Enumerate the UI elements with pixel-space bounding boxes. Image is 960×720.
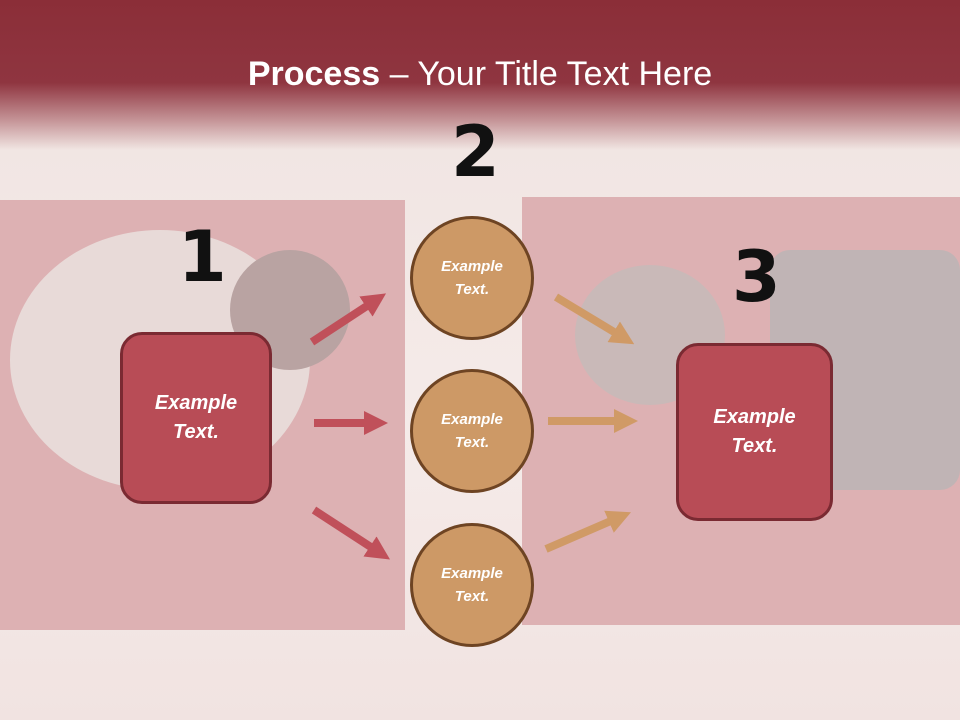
circle-top-text: Example Text.: [441, 258, 503, 298]
circle-top: Example Text.: [410, 216, 534, 340]
step-3-box: Example Text.: [676, 343, 833, 521]
step-1-box: Example Text.: [120, 332, 272, 504]
circle-bottom-text: Example Text.: [441, 565, 503, 605]
step-number-1: 1: [178, 216, 227, 298]
title-bold: Process: [247, 55, 381, 93]
circle-middle: Example Text.: [410, 369, 534, 493]
slide-title: Process – Your Title Text Here: [0, 52, 960, 96]
circle-middle-text: Example Text.: [441, 411, 503, 451]
arrow-1-to-bottom: [311, 506, 391, 560]
step-number-3: 3: [732, 236, 781, 318]
step-1-text: Example Text.: [154, 392, 238, 443]
arrow-1-to-top: [309, 293, 387, 346]
title-band: [0, 0, 960, 150]
step-3-text: Example Text.: [713, 406, 796, 457]
title-rest: – Your Title Text Here: [380, 55, 713, 93]
arrow-top-to-3: [553, 293, 635, 345]
circle-bottom: Example Text.: [410, 523, 534, 647]
step-number-2: 2: [451, 111, 500, 193]
arrow-bottom-to-3: [544, 510, 632, 553]
